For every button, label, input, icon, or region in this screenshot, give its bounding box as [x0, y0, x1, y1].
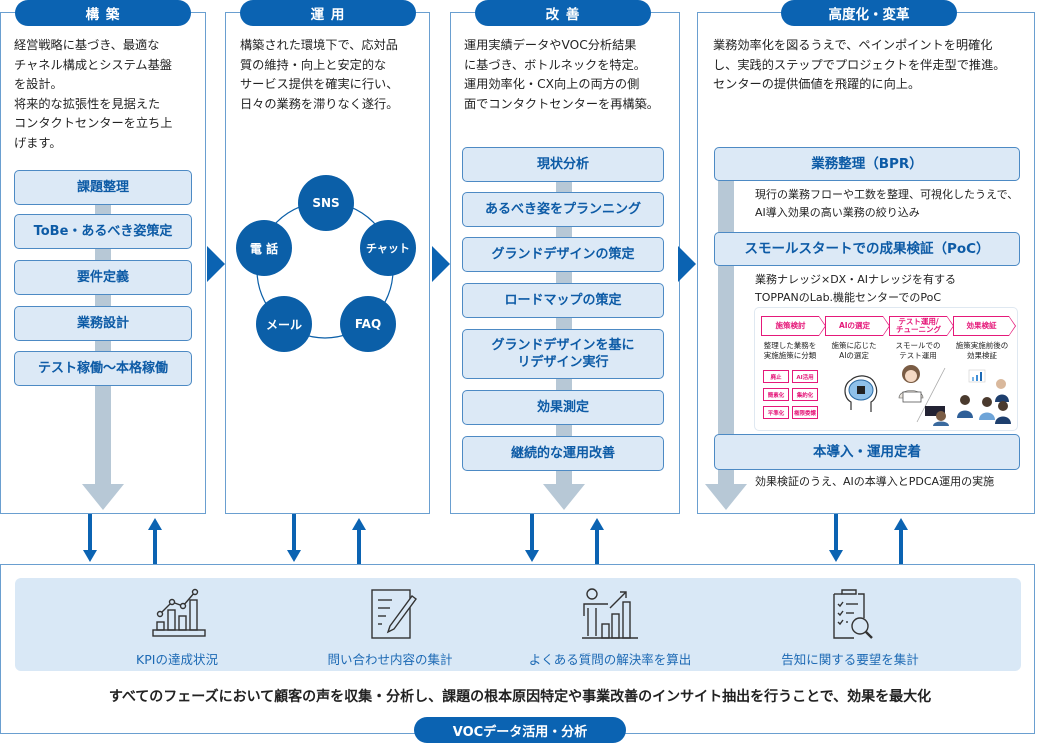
arrow-down-build	[88, 514, 92, 552]
phase-description-transform: 業務効率化を図るうえで、ペインポイントを明確化 し、実践的ステップでプロジェクト…	[713, 38, 1006, 91]
poc-tab-verify: 効果検証	[953, 316, 1016, 336]
step-improve-grand-design: グランドデザインの策定	[462, 237, 664, 272]
step-transform-poc-detail: 業務ナレッジ×DX・AIナレッジを有する TOPPANのLab.機能センターでの…	[755, 273, 956, 304]
step-build-test: テスト稼働〜本格稼働	[14, 351, 192, 386]
voc-label-kpi: KPIの達成状況	[136, 652, 218, 667]
chevron-right-icon	[207, 246, 225, 282]
poc-caption-ai-select: 施策に応じた AIの選定	[831, 341, 877, 360]
channel-sns: SNS	[298, 175, 354, 231]
arrow-up-improve	[595, 530, 599, 564]
step-build-design: 業務設計	[14, 306, 192, 341]
clipboard-search-icon	[833, 589, 873, 639]
phase-title-build: 構 築	[15, 0, 191, 26]
step-transform-adoption: 本導入・運用定着	[714, 434, 1020, 470]
chevron-right-icon	[678, 246, 696, 282]
voc-item-inquiries: 問い合わせ内容の集計	[280, 582, 500, 668]
flow-arrow-improve	[543, 484, 585, 510]
phase-description-improve: 運用実績データやVOC分析結果 に基づき、ボトルネックを特定。 運用効率化・CX…	[464, 38, 659, 111]
poc-chip: 簡素化	[763, 388, 789, 401]
operator-laptop-icon	[898, 365, 949, 426]
arrow-up-operate	[357, 530, 361, 564]
phase-description-operate: 構築された環境下で、応対品 質の維持・向上と安定的な サービス提供を確実に行い、…	[240, 38, 399, 111]
phase-title-operate: 運 用	[240, 0, 416, 26]
step-build-issue: 課題整理	[14, 170, 192, 205]
flow-arrow-transform	[705, 484, 747, 510]
flow-arrow-build	[82, 484, 124, 510]
step-transform-bpr: 業務整理（BPR）	[714, 147, 1020, 181]
arrow-up-head	[148, 518, 162, 530]
poc-caption-verify: 施策実施前後の 効果検証	[955, 341, 1009, 360]
step-transform-bpr-detail: 現行の業務フローや工数を整理、可視化したうえで、 AI導入効果の高い業務の絞り込…	[755, 188, 1019, 219]
poc-chip: 権限委譲	[792, 406, 818, 419]
phase-title-improve: 改 善	[475, 0, 651, 26]
voc-title: VOCデータ活用・分析	[414, 717, 626, 743]
poc-tab-ai-select: AIの選定	[825, 316, 890, 336]
step-improve-continuous: 継続的な運用改善	[462, 436, 664, 471]
step-improve-planning: あるべき姿をプランニング	[462, 192, 664, 227]
arrow-up-head	[590, 518, 604, 530]
phase-description-build: 経営戦略に基づき、最適な チャネル構成とシステム基盤 を設計。 将来的な拡張性を…	[14, 38, 173, 150]
step-build-tobe: ToBe・あるべき姿策定	[14, 214, 192, 249]
voc-label-faq-resolution: よくある質問の解決率を算出	[528, 652, 692, 667]
voc-item-faq-resolution: よくある質問の解決率を算出	[500, 582, 720, 668]
arrow-down-head	[829, 550, 843, 562]
arrow-up-transform	[899, 530, 903, 564]
team-meeting-icon	[957, 369, 1011, 424]
arrow-up-head	[894, 518, 908, 530]
arrow-up-build	[153, 530, 157, 564]
presenter-growth-icon	[582, 588, 638, 639]
arrow-down-head	[83, 550, 97, 562]
step-build-requirements: 要件定義	[14, 260, 192, 295]
kpi-chart-icon	[152, 588, 206, 637]
step-improve-measure: 効果測定	[462, 390, 664, 425]
voc-item-announcement-requests: 告知に関する要望を集計	[740, 582, 960, 668]
arrow-down-head	[525, 550, 539, 562]
poc-chip: 廃止	[763, 370, 789, 383]
voc-item-kpi: KPIの達成状況	[67, 582, 287, 668]
voc-summary: すべてのフェーズにおいて顧客の声を収集・分析し、課題の根本原因特定や事業改善のイ…	[108, 689, 932, 705]
poc-caption-test: スモールでの テスト運用	[895, 341, 941, 360]
poc-caption-plan: 整理した業務を 実施施策に分類	[763, 341, 817, 360]
poc-tab-plan: 施策検討	[761, 316, 826, 336]
step-improve-analysis: 現状分析	[462, 147, 664, 182]
channel-mail: メール	[256, 296, 312, 352]
poc-chip: 平準化	[763, 406, 789, 419]
step-transform-adoption-detail: 効果検証のうえ、AIの本導入とPDCA運用の実施	[755, 475, 995, 488]
arrow-down-transform	[834, 514, 838, 552]
step-transform-poc: スモールスタートでの成果検証（PoC）	[714, 232, 1020, 266]
arrow-down-operate	[292, 514, 296, 552]
phase-title-transform: 高度化・変革	[781, 0, 957, 26]
arrow-down-head	[287, 550, 301, 562]
chevron-right-icon	[432, 246, 450, 282]
channel-phone: 電 話	[236, 220, 292, 276]
poc-flow-illustration: 施策検討 AIの選定 テスト運用/ チューニング 効果検証 整理した業務を 実施…	[754, 307, 1018, 431]
poc-tab-test: テスト運用/ チューニング	[889, 316, 954, 336]
arrow-up-head	[352, 518, 366, 530]
channel-faq: FAQ	[340, 296, 396, 352]
voc-label-inquiries: 問い合わせ内容の集計	[327, 652, 453, 667]
voc-label-announcement-requests: 告知に関する要望を集計	[781, 652, 919, 667]
arrow-down-improve	[530, 514, 534, 552]
step-improve-redesign: グランドデザインを基に リデザイン実行	[462, 329, 664, 379]
channel-chat: チャット	[360, 220, 416, 276]
poc-chip: AI活用	[792, 370, 818, 383]
step-improve-roadmap: ロードマップの策定	[462, 283, 664, 318]
poc-chip: 集約化	[792, 388, 818, 401]
ai-brain-icon	[844, 375, 878, 412]
document-pen-icon	[371, 589, 417, 639]
